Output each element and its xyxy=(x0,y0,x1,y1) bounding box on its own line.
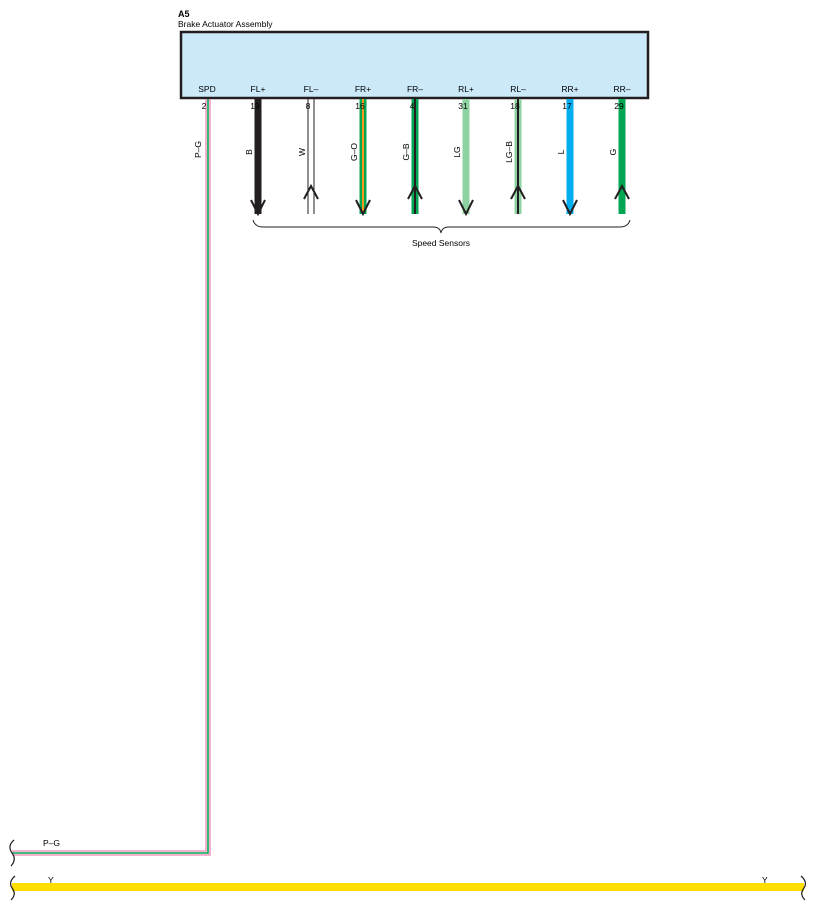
component-name: Brake Actuator Assembly xyxy=(178,19,273,29)
pin-number-fl-minus: 8 xyxy=(306,101,311,111)
arrow-down-icon xyxy=(562,199,578,217)
wire-code-fr-plus: G–O xyxy=(349,143,359,161)
wire-rl-minus xyxy=(510,99,526,214)
pin-labels: SPD 2 FL+ 19 FL– 8 FR+ 16 FR– 4 RL+ 31 RL– 18 RR+ 17 RR–… xyxy=(198,84,631,111)
pin-label-fr-minus: FR– xyxy=(407,84,423,94)
wire-code-rr-plus: L xyxy=(556,149,566,154)
wire-code-fl-plus: B xyxy=(244,149,254,155)
wire-rr-plus xyxy=(562,99,578,217)
wire-code-rl-minus: LG–B xyxy=(504,141,514,163)
arrow-down-icon xyxy=(355,199,371,217)
y-wire-code-left: Y xyxy=(48,875,54,885)
spd-wire-code-vertical: P–G xyxy=(193,141,203,158)
pin-number-rr-plus: 17 xyxy=(562,101,572,111)
pin-number-fl-plus: 19 xyxy=(250,101,260,111)
wire-fr-plus xyxy=(355,99,371,217)
arrow-up-icon xyxy=(303,183,319,200)
pin-number-spd: 2 xyxy=(202,101,207,111)
y-wire-code-right: Y xyxy=(762,875,768,885)
pin-label-spd: SPD xyxy=(198,84,215,94)
arrow-up-icon xyxy=(510,183,526,200)
wire-rr-minus xyxy=(614,99,630,214)
wire-code-fl-minus: W xyxy=(297,148,307,156)
pin-label-fr-plus: FR+ xyxy=(355,84,371,94)
wire-fl-plus xyxy=(250,99,266,217)
pin-label-rl-minus: RL– xyxy=(510,84,526,94)
y-wire-break-mark-right xyxy=(800,875,807,901)
speed-sensors-bracket xyxy=(252,219,631,234)
brake-actuator-box xyxy=(179,30,650,100)
pin-number-fr-plus: 16 xyxy=(355,101,365,111)
pin-label-fl-minus: FL– xyxy=(304,84,319,94)
wire-fr-minus xyxy=(407,99,423,214)
speed-sensors-label: Speed Sensors xyxy=(412,238,470,248)
pin-number-rl-minus: 18 xyxy=(510,101,520,111)
component-id: A5 xyxy=(178,9,190,19)
wire-code-rr-minus: G xyxy=(608,149,618,156)
pin-label-fl-plus: FL+ xyxy=(251,84,266,94)
pin-label-rl-plus: RL+ xyxy=(458,84,474,94)
spd-wire-break-mark xyxy=(9,839,15,867)
wire-code-rl-plus: LG xyxy=(452,146,462,157)
arrow-down-icon xyxy=(250,199,266,217)
pin-number-rl-plus: 31 xyxy=(458,101,468,111)
arrow-down-icon xyxy=(458,199,474,217)
wire-rl-plus xyxy=(458,99,474,217)
pin-number-rr-minus: 29 xyxy=(614,101,624,111)
pin-number-fr-minus: 4 xyxy=(410,101,415,111)
arrow-up-icon xyxy=(614,183,630,200)
wire-code-fr-minus: G–B xyxy=(401,143,411,160)
pin-label-rr-plus: RR+ xyxy=(561,84,578,94)
spd-wire xyxy=(12,99,211,856)
arrow-up-icon xyxy=(407,183,423,200)
spd-wire-code-bottom: P–G xyxy=(43,838,60,848)
pin-label-rr-minus: RR– xyxy=(613,84,630,94)
wire-fl-minus xyxy=(303,99,319,214)
y-wire-break-mark-left xyxy=(9,875,16,901)
